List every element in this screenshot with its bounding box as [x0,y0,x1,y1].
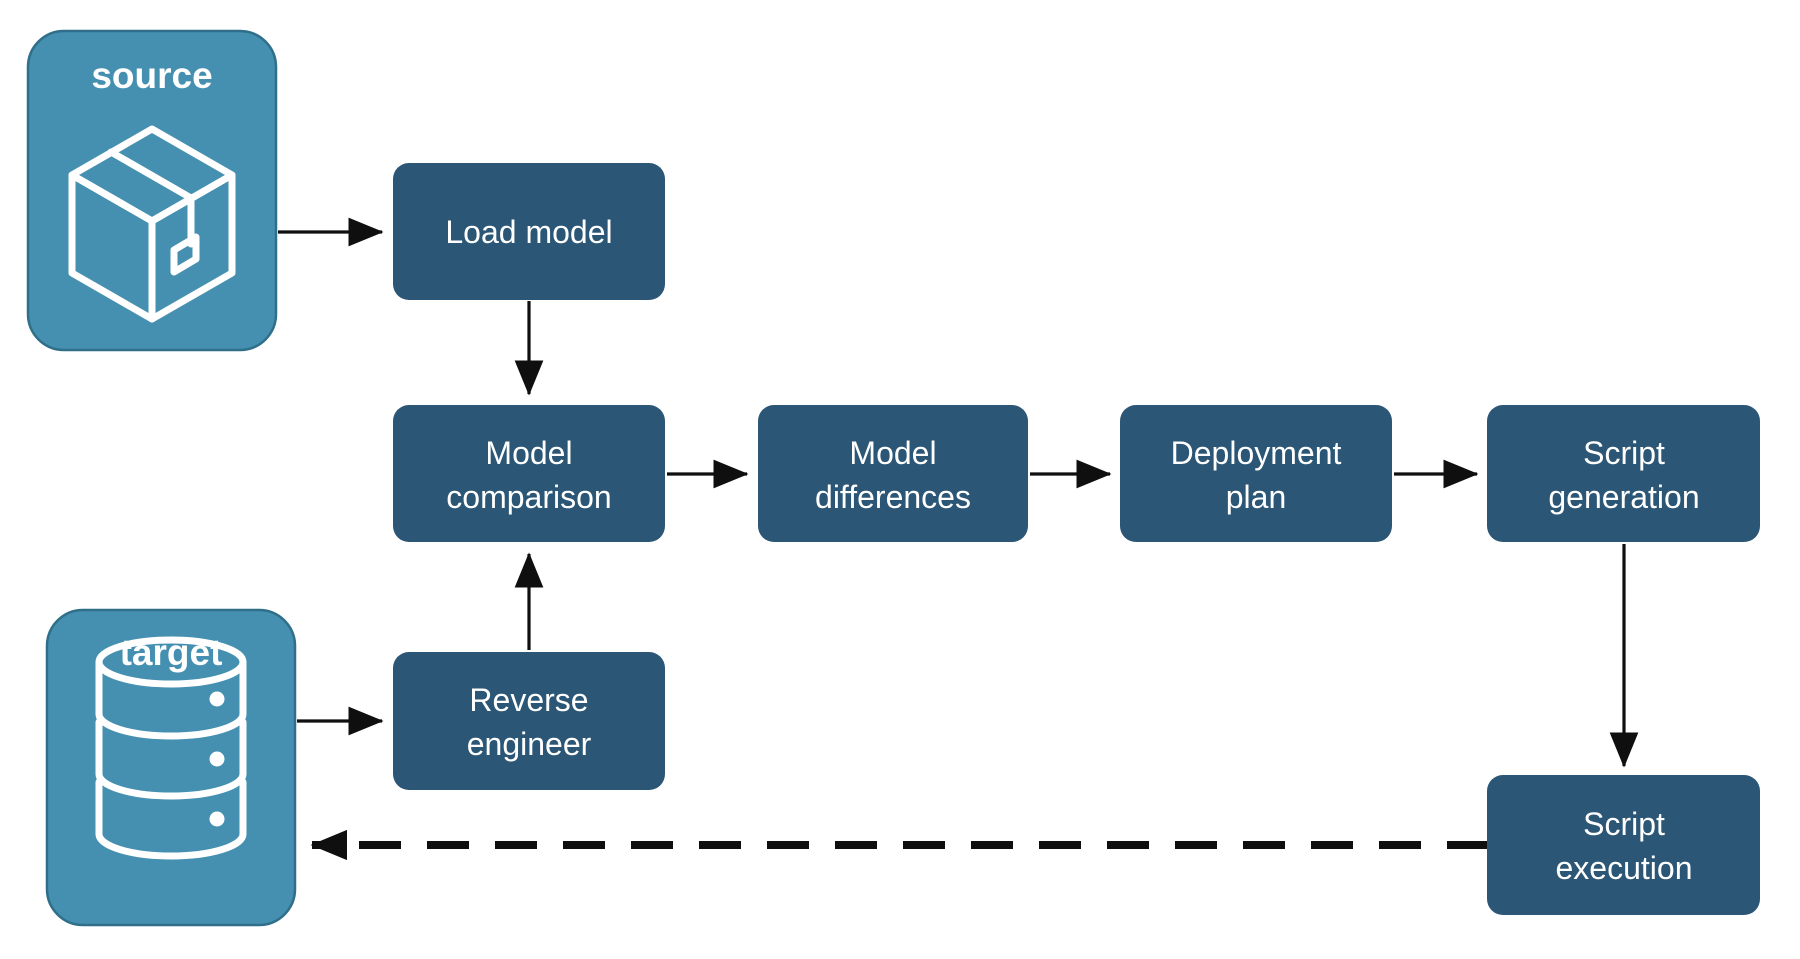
endpoint-source[interactable]: source [26,29,278,352]
reverse-engineer-card-shape [393,652,665,790]
db-indicator-dot-2 [209,751,225,767]
process-script-execution[interactable]: Script execution [1487,775,1760,915]
reverse-engineer-label-line1: Reverse [469,682,588,718]
db-indicator-dot-1 [209,691,225,707]
db-indicator-dot-3 [209,811,225,827]
model-comparison-label-line2: comparison [446,479,611,515]
load-model-card-shape [393,163,665,300]
script-execution-label-line1: Script [1583,806,1665,842]
model-differences-label-line1: Model [849,435,936,471]
script-execution-label-line2: execution [1556,850,1693,886]
source-card-shape [26,29,278,352]
model-differences-card-shape [758,405,1028,542]
script-execution-card-shape [1487,775,1760,915]
script-generation-label-line1: Script [1583,435,1665,471]
database-cylinder-icon [95,636,247,860]
script-generation-card-shape [1487,405,1760,542]
process-model-differences[interactable]: Model differences [758,405,1028,542]
model-comparison-card-shape [393,405,665,542]
connector-layer [278,217,1639,861]
source-label: source [91,55,212,96]
script-generation-label-line2: generation [1548,479,1699,515]
process-reverse-engineer[interactable]: Reverse engineer [393,652,665,790]
deployment-plan-label-line2: plan [1226,479,1287,515]
process-load-model[interactable]: Load model [393,163,665,300]
process-model-comparison[interactable]: Model comparison [393,405,665,542]
deployment-plan-card-shape [1120,405,1392,542]
process-script-generation[interactable]: Script generation [1487,405,1760,542]
load-model-label: Load model [445,214,612,250]
deployment-plan-label-line1: Deployment [1171,435,1342,471]
process-deployment-plan[interactable]: Deployment plan [1120,405,1392,542]
reverse-engineer-label-line2: engineer [467,726,592,762]
model-comparison-label-line1: Model [485,435,572,471]
model-differences-label-line2: differences [815,479,971,515]
package-box-icon [68,125,236,323]
endpoint-target[interactable]: target [45,608,297,927]
